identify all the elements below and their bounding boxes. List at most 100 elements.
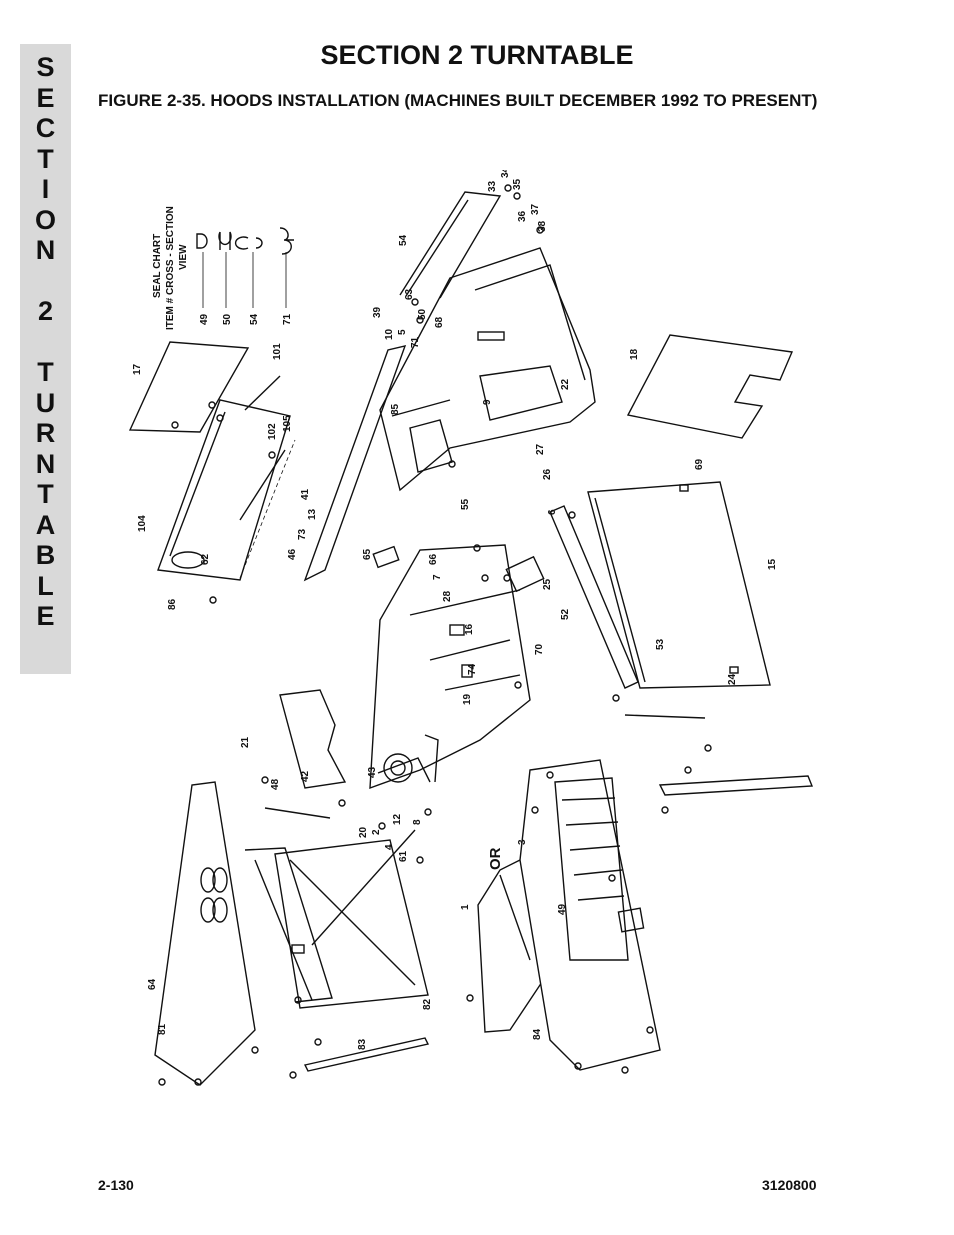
part-callout-83: 83 <box>357 1038 368 1050</box>
part-callout-55: 55 <box>460 498 471 510</box>
part-callout-68: 68 <box>434 316 445 328</box>
side-tab-letter: L <box>37 570 54 601</box>
part-callout-38: 38 <box>537 220 548 232</box>
part-callout-69: 69 <box>694 458 705 470</box>
part-callout-35: 35 <box>512 178 523 190</box>
part-callout-21: 21 <box>240 736 251 748</box>
part-callout-2: 2 <box>371 829 382 835</box>
seal-item-54: 54 <box>249 313 260 325</box>
part-callout-54: 54 <box>398 234 409 246</box>
part-callout-82: 82 <box>422 998 433 1010</box>
part-callout-19: 19 <box>462 693 473 705</box>
plate-item-70 <box>279 689 347 789</box>
seal-item-50: 50 <box>222 313 233 325</box>
part-callout-33: 33 <box>487 180 498 192</box>
document-number: 3120800 <box>762 1177 817 1193</box>
rail-item-10 <box>399 191 502 299</box>
bracket-item-73 <box>505 555 545 593</box>
part-callout-53: 53 <box>655 638 666 650</box>
rail-item-66 <box>549 505 639 689</box>
part-callout-37: 37 <box>530 203 541 215</box>
part-callout-7: 7 <box>432 574 443 580</box>
bracket-item-62 <box>372 545 400 569</box>
seal-chart-subtitle: ITEM # CROSS - SECTION <box>165 206 176 330</box>
part-callout-18: 18 <box>629 348 640 360</box>
part-callout-86: 86 <box>167 598 178 610</box>
rod-item-16-left <box>264 807 331 819</box>
part-callout-102: 102 <box>267 423 278 440</box>
or-label: OR <box>487 847 504 870</box>
part-callout-101: 101 <box>272 343 283 360</box>
hoods-exploded-drawing: SEAL CHART ITEM # CROSS - SECTION VIEW 4… <box>128 170 814 1086</box>
page-title: SECTION 2 TURNTABLE <box>320 40 634 70</box>
seal-item-71: 71 <box>282 313 293 325</box>
seal-chart-title: SEAL CHART <box>152 234 163 298</box>
part-callout-1: 1 <box>460 904 471 910</box>
part-callout-16: 16 <box>464 623 475 635</box>
part-callout-64: 64 <box>147 978 158 990</box>
part-callout-84: 84 <box>532 1028 543 1040</box>
part-callout-8: 8 <box>412 819 423 825</box>
side-tab-letter: C <box>35 113 56 143</box>
part-callout-4: 4 <box>384 844 395 850</box>
part-callout-10: 10 <box>384 328 395 340</box>
part-callout-34: 34 <box>500 170 511 178</box>
turntable-base <box>369 544 531 790</box>
side-tab-letter: R <box>35 418 56 448</box>
side-tab-letter: O <box>34 204 56 235</box>
side-tab-letter: B <box>35 540 56 570</box>
side-tab-letter: E <box>36 82 55 113</box>
part-callout-41: 41 <box>300 488 311 500</box>
part-callout-61: 61 <box>398 850 409 862</box>
part-callout-22: 22 <box>560 378 571 390</box>
part-callout-52: 52 <box>560 608 571 620</box>
lower-platform <box>519 759 661 1071</box>
part-callout-24: 24 <box>727 673 738 685</box>
rod-item-16-right <box>624 714 706 719</box>
part-callout-39: 39 <box>372 306 383 318</box>
part-callout-9: 9 <box>482 399 493 405</box>
panel-item-63 <box>626 334 794 439</box>
rail-item-3 <box>658 775 814 796</box>
part-callout-63: 63 <box>404 288 415 300</box>
part-callout-71: 71 <box>410 336 421 348</box>
part-callout-104: 104 <box>137 515 148 532</box>
part-callout-65: 65 <box>362 548 373 560</box>
part-callout-50: 50 <box>417 308 428 320</box>
part-callout-20: 20 <box>358 826 369 838</box>
part-callout-36: 36 <box>517 210 528 222</box>
part-callout-12: 12 <box>392 813 403 825</box>
side-tab-letter: T <box>37 143 54 174</box>
side-tab-letter: N <box>35 448 56 479</box>
side-tab-letter: A <box>35 509 56 540</box>
side-tab-letter <box>42 327 50 358</box>
part-callout-6: 6 <box>547 509 558 515</box>
upper-rear-hood <box>379 247 596 492</box>
side-tab-letter: N <box>35 235 56 265</box>
page-number: 2-130 <box>98 1177 134 1193</box>
part-callout-42: 42 <box>300 770 311 782</box>
seal-item-49: 49 <box>199 313 210 325</box>
side-tab-letter: I <box>41 174 50 204</box>
part-callout-15: 15 <box>767 558 778 570</box>
part-callout-48: 48 <box>270 778 281 790</box>
left-hood <box>154 781 429 1086</box>
cover-item-7 <box>587 481 771 689</box>
part-callout-17: 17 <box>132 363 143 375</box>
part-callout-74: 74 <box>467 663 478 675</box>
part-callout-70: 70 <box>534 643 545 655</box>
part-callout-49: 49 <box>557 903 568 915</box>
side-tab-letter <box>42 266 50 297</box>
side-tab-letter: E <box>36 601 55 631</box>
fasteners <box>158 184 712 1086</box>
side-tab-letter: T <box>37 479 54 509</box>
part-callout-3: 3 <box>517 839 528 845</box>
rail-item-4 <box>303 1037 430 1072</box>
part-callout-13: 13 <box>307 508 318 520</box>
part-callout-26: 26 <box>542 468 553 480</box>
seal-chart-subtitle2: VIEW <box>178 244 189 270</box>
left-frame <box>128 341 296 581</box>
